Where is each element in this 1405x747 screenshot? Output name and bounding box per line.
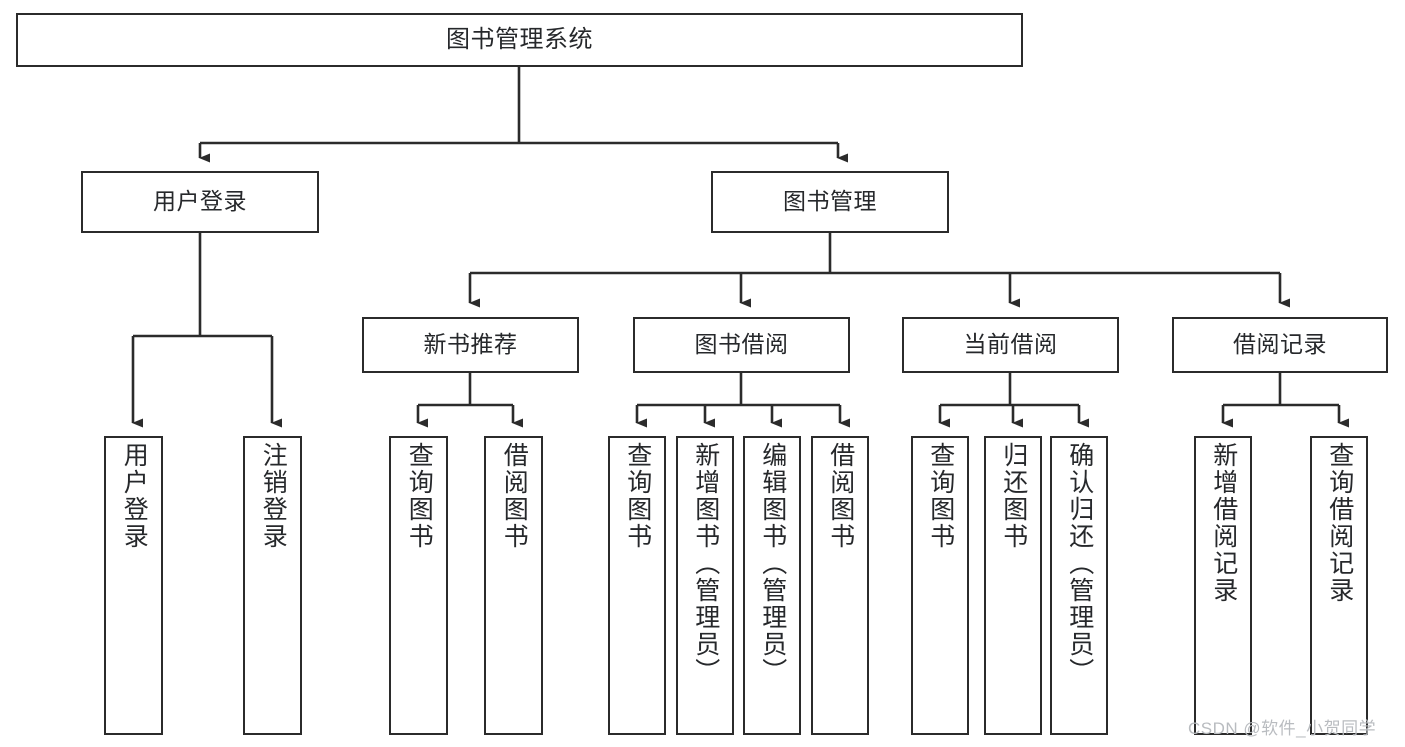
node-leaf-add-book-label: 新增图书（管理员）	[691, 442, 720, 685]
node-leaf-query-book-1[interactable]: 查询图书	[389, 436, 448, 735]
node-leaf-borrow-book-2[interactable]: 借阅图书	[811, 436, 869, 735]
node-book-borrow-label: 图书借阅	[694, 331, 789, 358]
node-leaf-confirm-return[interactable]: 确认归还（管理员）	[1050, 436, 1108, 735]
node-leaf-query-book-3[interactable]: 查询图书	[911, 436, 969, 735]
node-user-login[interactable]: 用户登录	[81, 171, 319, 233]
node-borrow-record-label: 借阅记录	[1233, 331, 1327, 358]
node-root[interactable]: 图书管理系统	[16, 13, 1023, 67]
node-user-login-label: 用户登录	[153, 188, 247, 215]
node-leaf-edit-book[interactable]: 编辑图书（管理员）	[743, 436, 801, 735]
node-new-book-recommend[interactable]: 新书推荐	[362, 317, 579, 373]
node-borrow-record[interactable]: 借阅记录	[1172, 317, 1388, 373]
node-leaf-add-borrow-record-label: 新增借阅记录	[1209, 442, 1238, 604]
node-leaf-borrow-book-2-label: 借阅图书	[826, 442, 855, 550]
node-book-manage-label: 图书管理	[783, 188, 877, 215]
node-leaf-borrow-book-1-label: 借阅图书	[500, 442, 529, 550]
node-leaf-query-book-2[interactable]: 查询图书	[608, 436, 666, 735]
node-leaf-user-logout[interactable]: 注销登录	[243, 436, 302, 735]
watermark: CSDN @软件_小贺同学	[1188, 719, 1377, 738]
node-root-label: 图书管理系统	[446, 25, 593, 53]
node-leaf-query-borrow-record[interactable]: 查询借阅记录	[1310, 436, 1368, 735]
node-leaf-borrow-book-1[interactable]: 借阅图书	[484, 436, 543, 735]
node-leaf-add-borrow-record[interactable]: 新增借阅记录	[1194, 436, 1252, 735]
node-book-manage[interactable]: 图书管理	[711, 171, 949, 233]
node-leaf-add-book[interactable]: 新增图书（管理员）	[676, 436, 734, 735]
node-leaf-query-borrow-record-label: 查询借阅记录	[1325, 442, 1354, 604]
node-leaf-user-login[interactable]: 用户登录	[104, 436, 163, 735]
node-leaf-return-book-label: 归还图书	[999, 442, 1028, 550]
node-leaf-query-book-3-label: 查询图书	[926, 442, 955, 550]
node-leaf-query-book-2-label: 查询图书	[623, 442, 652, 550]
node-leaf-confirm-return-label: 确认归还（管理员）	[1065, 442, 1094, 685]
node-new-book-recommend-label: 新书推荐	[423, 331, 518, 358]
node-leaf-return-book[interactable]: 归还图书	[984, 436, 1042, 735]
node-leaf-query-book-1-label: 查询图书	[405, 442, 434, 550]
node-current-borrow-label: 当前借阅	[963, 331, 1058, 358]
node-book-borrow[interactable]: 图书借阅	[633, 317, 850, 373]
node-leaf-user-logout-label: 注销登录	[259, 442, 288, 550]
node-leaf-edit-book-label: 编辑图书（管理员）	[758, 442, 787, 685]
node-leaf-user-login-label: 用户登录	[120, 442, 149, 550]
node-current-borrow[interactable]: 当前借阅	[902, 317, 1119, 373]
